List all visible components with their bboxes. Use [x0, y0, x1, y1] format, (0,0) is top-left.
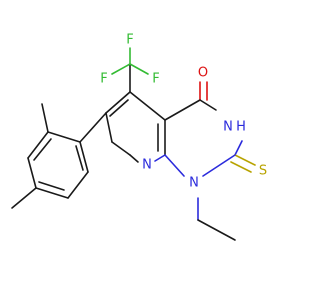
bond-c5-c6-double	[109, 99, 129, 117]
atom-n-ethyl: N	[189, 176, 199, 191]
bonds	[11, 47, 256, 241]
bond-c2-s-double	[230, 161, 252, 173]
bond-c7-n8-b	[129, 154, 139, 163]
bond-n1-c8a	[164, 154, 185, 177]
bond-aryl-1	[47, 131, 81, 143]
atom-s: S	[259, 164, 267, 179]
bond-c7-n8-a	[111, 141, 131, 156]
bond-aryl-4-double	[38, 181, 65, 191]
atom-nh-n: N	[223, 120, 233, 135]
bond-aryl-2-double	[33, 138, 52, 161]
bond-aryl-3	[27, 157, 37, 189]
bond-c5-c6	[105, 91, 131, 114]
bond-ch2-ch3	[197, 219, 236, 241]
bond-c4-n3	[199, 99, 217, 111]
bond-aryl-5	[67, 171, 89, 199]
bond-methyl-bottom	[11, 187, 37, 209]
bond-aryl-6	[79, 141, 89, 173]
bond-c6-c7	[105, 112, 113, 143]
atom-o: O	[198, 66, 208, 81]
bond-cf3-f-left	[111, 63, 131, 75]
bond-n8-c8a	[154, 154, 166, 162]
bond-aryl-6-double	[75, 145, 84, 171]
bond-methyl-top	[41, 103, 49, 133]
bond-c4a-c4	[164, 99, 201, 121]
bond-c2-s	[234, 154, 256, 166]
atom-f-right: F	[152, 72, 159, 87]
bond-c7-aryl	[79, 112, 107, 143]
atom-n-ring: N	[142, 158, 152, 173]
bond-aryl-2	[27, 131, 49, 159]
molecule-structure-diagram: F F F O N H S N N	[11, 32, 268, 241]
bond-aryl-4	[35, 187, 69, 199]
bond-cf3-f-right	[129, 63, 149, 75]
atom-f-top: F	[126, 33, 133, 48]
atom-nh-h: H	[236, 120, 246, 135]
bond-c2-n1	[202, 154, 236, 177]
atom-f-left: F	[100, 72, 107, 87]
bond-n3-c2	[234, 140, 243, 156]
molecule-svg: F F F O N H S N N	[11, 33, 267, 241]
bond-c4a-c5	[129, 91, 166, 121]
